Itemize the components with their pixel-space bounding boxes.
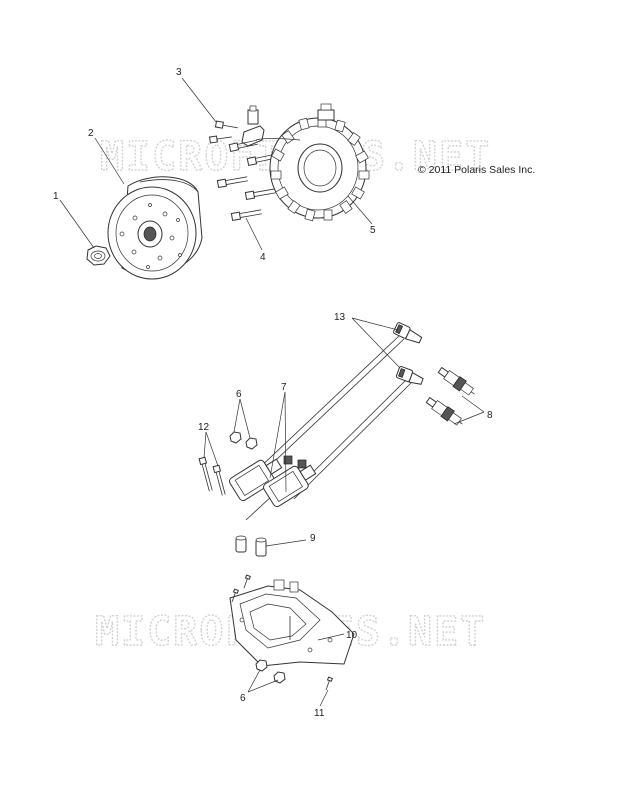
copyright-text: © 2011 Polaris Sales Inc. <box>418 164 535 176</box>
pickup-screws <box>209 105 265 147</box>
ignition-coils <box>229 455 317 508</box>
callout-6-lower: 6 <box>240 693 246 704</box>
callout-13: 13 <box>334 312 346 323</box>
bracket-nuts-lower <box>255 659 286 684</box>
callout-6-upper: 6 <box>236 389 242 400</box>
callout-4: 4 <box>260 252 266 263</box>
coil-studs <box>198 456 226 496</box>
callout-7: 7 <box>281 382 287 393</box>
flywheel-nut <box>86 245 111 266</box>
callout-3: 3 <box>176 67 182 78</box>
stator-bolts <box>216 139 276 222</box>
callout-10: 10 <box>346 630 358 641</box>
coil-bracket <box>229 579 355 667</box>
flywheel <box>107 176 203 280</box>
callout-12: 12 <box>198 422 210 433</box>
callout-1: 1 <box>53 191 59 202</box>
callout-9: 9 <box>310 533 316 544</box>
spacers <box>235 535 267 557</box>
coil-nuts-upper <box>229 431 258 450</box>
callout-8: 8 <box>487 410 493 421</box>
callout-5: 5 <box>370 225 376 236</box>
callout-2: 2 <box>88 128 94 139</box>
spark-plugs <box>425 366 475 426</box>
callout-11: 11 <box>314 708 325 719</box>
stator <box>255 103 370 222</box>
leader-lines <box>59 77 485 707</box>
bracket-screws <box>231 574 333 691</box>
